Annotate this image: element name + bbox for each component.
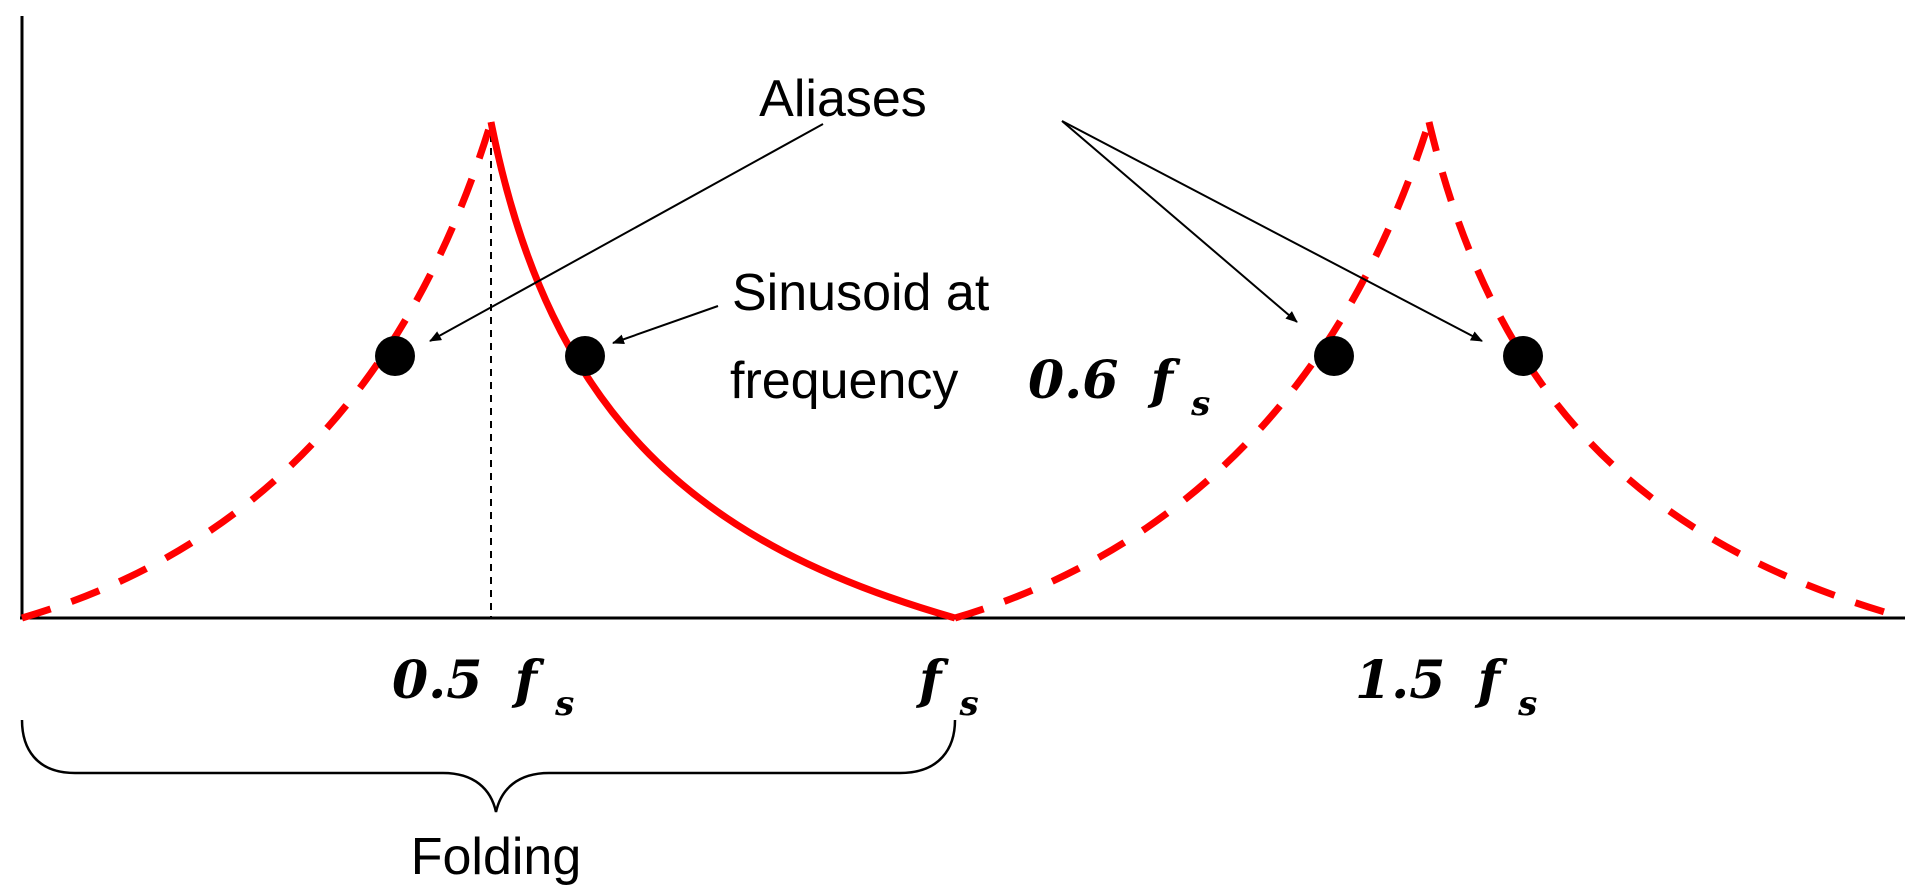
alias-curve-right-falling — [1425, 121, 1906, 622]
tick-label-one-half-subscript: s — [1517, 684, 1537, 724]
tick-label-fs: f s — [915, 650, 979, 724]
folding-label: Folding — [411, 828, 582, 886]
tick-label-half-subscript: s — [554, 684, 574, 724]
sinusoid-dot — [565, 336, 605, 376]
sinusoid-arrow — [612, 305, 719, 345]
tick-label-half-symbol: f — [511, 650, 545, 711]
svg-text:0.5 f s: 0.5 f s — [392, 650, 574, 724]
tick-label-fs-subscript: s — [958, 684, 978, 724]
svg-text:f s: f s — [915, 650, 979, 724]
svg-text:0.6 f s: 0.6 f s — [1028, 350, 1210, 424]
tick-label-half-value: 0.5 — [392, 650, 482, 711]
sinusoid-label-line1: Sinusoid at — [732, 264, 990, 322]
sinusoid-frequency-number: 0.6 — [1028, 350, 1118, 411]
alias-curve-mid-rising — [954, 120, 1433, 622]
alias-curve-left-rising — [21, 120, 495, 622]
aliases-arrow-right-1 — [1061, 120, 1298, 323]
aliases-label: Aliases — [759, 70, 927, 128]
aliases-arrow-left — [429, 123, 824, 342]
tick-label-one-half-fs: 1.5 f s — [1355, 650, 1537, 724]
tick-label-half-fs: 0.5 f s — [392, 650, 574, 724]
tick-label-one-half-symbol: f — [1474, 650, 1508, 711]
sinusoid-frequency-value: 0.6 f s — [1028, 350, 1210, 424]
tick-label-fs-symbol: f — [915, 650, 949, 711]
folding-brace — [20, 719, 957, 813]
tick-label-one-half-value: 1.5 — [1355, 650, 1445, 711]
alias-dot-right — [1503, 336, 1543, 376]
alias-dot-mid — [1314, 336, 1354, 376]
sinusoid-frequency-symbol: f — [1147, 350, 1181, 411]
sinusoid-label-line2: frequency — [730, 352, 958, 410]
aliases-arrow-right-2 — [1061, 120, 1483, 342]
svg-text:1.5 f s: 1.5 f s — [1355, 650, 1537, 724]
signal-curve-solid — [487, 121, 956, 622]
sinusoid-frequency-subscript: s — [1190, 384, 1210, 424]
alias-dot-left — [375, 336, 415, 376]
